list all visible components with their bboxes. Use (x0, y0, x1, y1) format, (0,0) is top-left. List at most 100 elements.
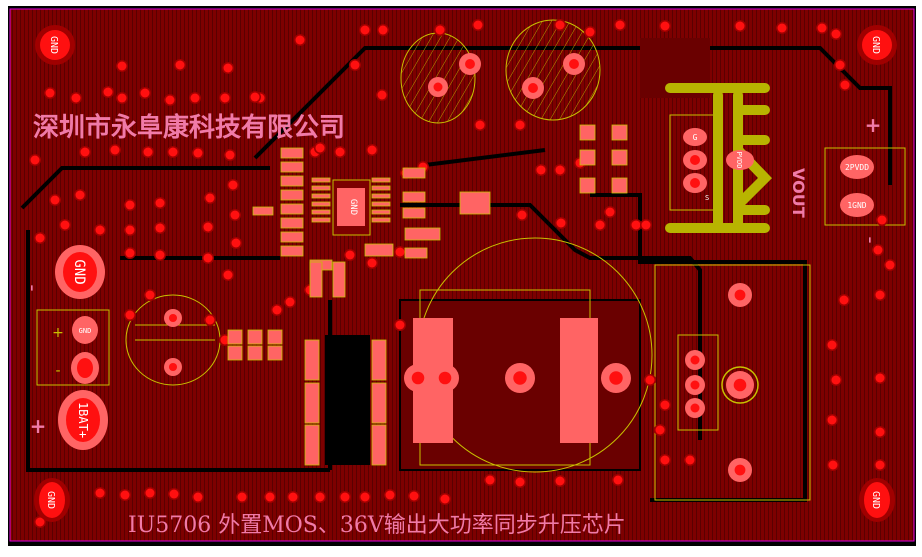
via (655, 425, 665, 435)
via (360, 25, 370, 35)
gnd-pad-bottom-right: GND (859, 478, 895, 522)
via (885, 260, 895, 270)
smd-pad (371, 339, 387, 381)
via (335, 147, 345, 157)
via (237, 492, 247, 502)
smd-pad (371, 193, 391, 199)
svg-text:GND: GND (71, 259, 87, 284)
via (60, 220, 70, 230)
smd-pad (280, 189, 304, 201)
gnd-pad-large: GND (55, 245, 105, 299)
via (475, 120, 485, 130)
drill-hole (433, 82, 443, 92)
drill-hole (465, 59, 475, 69)
via (840, 80, 850, 90)
drill-hole (528, 83, 538, 93)
via (839, 295, 849, 305)
via (556, 218, 566, 228)
via (645, 375, 655, 385)
svg-text:GND: GND (870, 36, 881, 54)
controller-ic: GND (332, 179, 371, 236)
via (485, 475, 495, 485)
smd-pad (280, 175, 304, 187)
via (205, 315, 215, 325)
via (536, 165, 546, 175)
via (125, 248, 135, 258)
via (117, 93, 127, 103)
gnd-pad-top-right: GND (857, 25, 897, 65)
via (145, 488, 155, 498)
smd-pad (371, 424, 387, 466)
via (140, 88, 150, 98)
via (35, 517, 45, 527)
through-hole-pads (164, 53, 759, 482)
via (378, 25, 388, 35)
smd-pad (611, 149, 628, 166)
svg-text:GND: GND (79, 327, 92, 335)
ground-pour (325, 335, 370, 465)
via (125, 200, 135, 210)
via (827, 415, 837, 425)
via (660, 455, 670, 465)
bat-plus-pad: 1BAT+ (58, 390, 108, 450)
output-pvdd-pad: 2PVDD (840, 155, 874, 179)
drill-hole (734, 289, 746, 301)
via (631, 220, 641, 230)
via-group (29, 19, 896, 528)
smd-pad (402, 191, 426, 203)
smd-pad (227, 329, 243, 345)
drill-hole (733, 378, 747, 392)
via (555, 476, 565, 486)
via (360, 492, 370, 502)
smd-pad (309, 261, 323, 298)
smd-pad (247, 329, 263, 345)
via (288, 492, 298, 502)
via (585, 27, 595, 37)
via (220, 335, 230, 345)
smd-pad (404, 227, 441, 241)
via (30, 155, 40, 165)
via (555, 20, 565, 30)
smd-pad (311, 177, 331, 183)
smd-pad (280, 203, 304, 215)
gnd-pad-bottom-left: GND (34, 478, 70, 522)
smd-pad (311, 193, 331, 199)
via (367, 145, 377, 155)
smd-pad (611, 177, 628, 194)
smd-pad (459, 191, 491, 215)
via (877, 215, 887, 225)
via (315, 143, 325, 153)
via (223, 63, 233, 73)
via (777, 23, 787, 33)
smd-pad (311, 209, 331, 215)
via (145, 290, 155, 300)
drill-hole (609, 371, 623, 385)
smd-pad (311, 217, 331, 223)
via (80, 147, 90, 157)
mosfet-pads: G S PVDD (683, 128, 754, 202)
via (117, 61, 127, 71)
via (155, 250, 165, 260)
via (50, 195, 60, 205)
drill-hole (690, 380, 700, 390)
smd-pad (371, 177, 391, 183)
vout-label: VOUT (789, 168, 808, 218)
via (440, 494, 450, 504)
via (385, 490, 395, 500)
via (45, 88, 55, 98)
smd-pad (364, 243, 394, 257)
via (517, 210, 527, 220)
via (660, 400, 670, 410)
via (367, 258, 377, 268)
via (110, 145, 120, 155)
smd-pad (280, 231, 304, 243)
minus-left: - (21, 284, 45, 291)
via (345, 250, 355, 260)
drill-hole (569, 59, 579, 69)
svg-text:GND: GND (870, 491, 881, 509)
pad-ring (721, 366, 759, 404)
via (205, 193, 215, 203)
via (168, 147, 178, 157)
smd-pad (227, 345, 243, 361)
